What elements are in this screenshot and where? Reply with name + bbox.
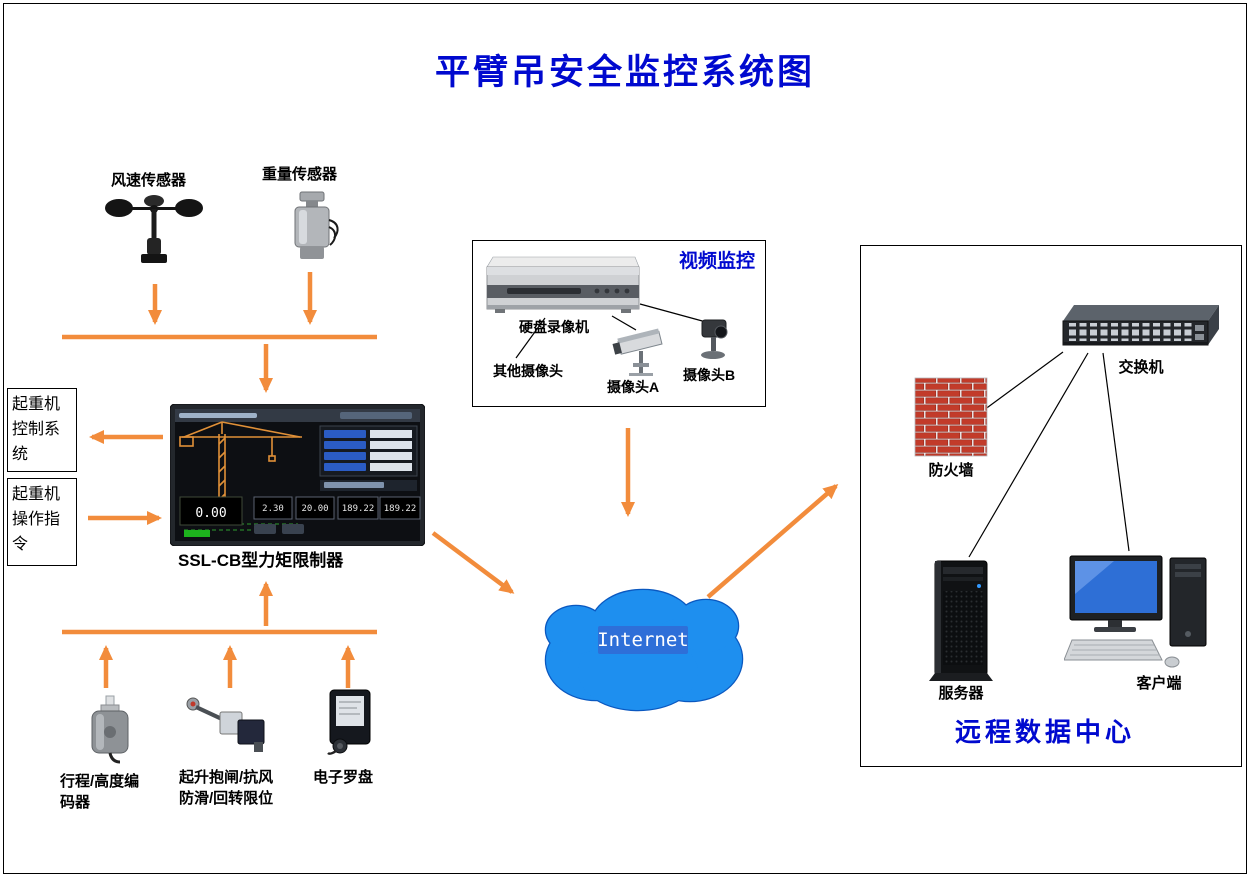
- encoder-label: 行程/高度编码器: [60, 773, 140, 811]
- orange-bus-lines: [62, 334, 377, 635]
- datacenter-title: 远程数据中心: [955, 718, 1136, 747]
- anemometer-icon: [105, 195, 203, 263]
- video-connector-lines: [515, 303, 707, 359]
- camera-a-label: 摄像头A: [607, 379, 660, 395]
- video-title: 视频监控: [678, 251, 755, 272]
- page-title: 平臂吊安全监控系统图: [434, 53, 815, 92]
- panel-display-1: 2.30: [262, 504, 284, 514]
- other-camera-label: 其他摄像头: [493, 363, 563, 379]
- client-icon: [1064, 555, 1207, 668]
- limit-switch-icon: [186, 697, 265, 752]
- camera-b-icon: [701, 319, 728, 359]
- video-surveillance-panel: 视频监控 硬盘录像机 其他摄像头: [472, 240, 766, 407]
- dvr-icon: [486, 256, 640, 313]
- wind-sensor-label: 风速传感器: [111, 172, 187, 189]
- datacenter-connector-lines: [968, 351, 1130, 558]
- server-icon: [929, 560, 993, 681]
- dvr-label: 硬盘录像机: [519, 319, 589, 335]
- panel-display-main: 0.00: [195, 506, 226, 521]
- torque-limiter-label: SSL-CB型力矩限制器: [178, 551, 344, 570]
- encoder-icon: [91, 695, 129, 764]
- panel-menu-rows: [324, 430, 412, 471]
- compass-label: 电子罗盘: [313, 769, 374, 786]
- switch-label: 交换机: [1118, 359, 1164, 376]
- compass-icon: [327, 689, 371, 755]
- camera-b-label: 摄像头B: [683, 367, 736, 383]
- crane-operation-command-box: 起重机操作指令: [7, 478, 77, 566]
- switch-icon: [1062, 305, 1219, 346]
- internet-label: Internet: [597, 629, 689, 651]
- firewall-icon: [914, 377, 988, 457]
- load-cell-icon: [294, 191, 339, 259]
- crane-control-system-box: 起重机控制系统: [7, 388, 77, 472]
- panel-display-3: 189.22: [342, 504, 375, 514]
- crane-drawing: [179, 421, 302, 518]
- panel-display-4: 189.22: [384, 504, 417, 514]
- brake-limit-label: 起升抱闸/抗风防滑/回转限位: [179, 769, 274, 807]
- firewall-label: 防火墙: [928, 462, 974, 479]
- client-label: 客户端: [1136, 675, 1182, 692]
- orange-arrows: [88, 272, 839, 688]
- torque-limiter-screen: 0.00 2.30 20.00 189.22 189.22: [170, 404, 425, 546]
- panel-display-2: 20.00: [301, 504, 328, 514]
- internet-cloud: Internet: [544, 588, 744, 712]
- server-label: 服务器: [938, 685, 984, 702]
- weight-sensor-label: 重量传感器: [262, 166, 338, 183]
- camera-a-icon: [612, 328, 663, 376]
- datacenter-panel: 交换机 防火墙: [860, 245, 1242, 767]
